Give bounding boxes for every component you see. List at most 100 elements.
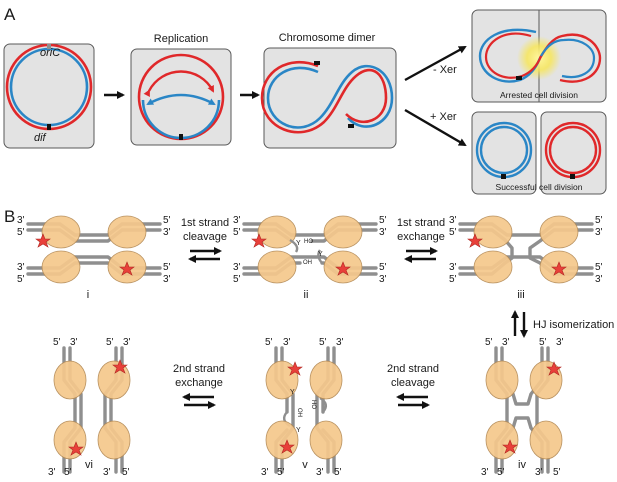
end-label: 3' <box>261 467 269 478</box>
star-icon <box>279 439 295 454</box>
end-label: 5' <box>122 467 130 478</box>
end-label: 3' <box>502 337 510 348</box>
end-label: 3' <box>379 227 387 238</box>
state-iv: 5' 3' 5' 3' 3' 5' 3' 5' iv <box>481 337 564 478</box>
state-i: 3' 5' 5' 3' 3' 5' 5' 3' i <box>17 215 171 301</box>
end-label: 5' <box>485 337 493 348</box>
star-icon <box>35 233 51 248</box>
end-label: 3' <box>17 262 25 273</box>
end-label: 3' <box>316 467 324 478</box>
arrested-caption: Arrested cell division <box>500 90 578 100</box>
end-label: 5' <box>17 227 25 238</box>
end-label: 5' <box>265 337 273 348</box>
tyr-label: Y <box>318 251 323 258</box>
state-label: iv <box>518 459 526 471</box>
star-icon <box>287 361 303 376</box>
end-label: 3' <box>48 467 56 478</box>
end-label: 5' <box>334 467 342 478</box>
oh-label: OH <box>303 260 312 266</box>
successful-panel: Successful cell division <box>471 111 607 195</box>
star-icon <box>467 233 483 248</box>
state-label: iii <box>517 289 524 301</box>
end-label: 3' <box>595 274 603 285</box>
panel-label-a: A <box>4 5 16 24</box>
step-label: cleavage <box>183 231 227 243</box>
state-label: vi <box>85 459 93 471</box>
step-label: exchange <box>397 231 445 243</box>
end-label: 5' <box>319 337 327 348</box>
end-label: 3' <box>233 262 241 273</box>
end-label: 5' <box>379 262 387 273</box>
step-label: exchange <box>175 377 223 389</box>
end-label: 3' <box>163 274 171 285</box>
end-label: 5' <box>163 215 171 226</box>
state-ii: Y Y HO OH 3' 5' 5' 3' 3' 5' 5' 3' ii <box>233 215 387 301</box>
end-label: 5' <box>17 274 25 285</box>
end-label: 5' <box>595 215 603 226</box>
star-icon <box>335 261 351 276</box>
end-label: 3' <box>379 274 387 285</box>
end-label: 5' <box>449 274 457 285</box>
step-label: 2nd strand <box>173 363 225 375</box>
end-label: 5' <box>539 337 547 348</box>
end-label: 3' <box>556 337 564 348</box>
end-label: 3' <box>17 215 25 226</box>
star-icon <box>112 359 128 374</box>
tyr-label: Y <box>296 427 301 434</box>
step-label: 2nd strand <box>387 363 439 375</box>
end-label: 5' <box>233 227 241 238</box>
tyr-label: Y <box>296 240 301 247</box>
arrow-minus-xer <box>404 45 467 82</box>
end-label: 5' <box>64 467 72 478</box>
end-label: 5' <box>497 467 505 478</box>
chromosome-panel: oriC dif <box>3 43 95 149</box>
star-icon <box>546 361 562 376</box>
end-label: 5' <box>379 215 387 226</box>
state-v: Y Y OH HO 5' 3' 5' 3' 3' 5' 3' 5' v <box>261 337 344 478</box>
star-icon <box>119 261 135 276</box>
end-label: 3' <box>336 337 344 348</box>
end-label: 3' <box>449 215 457 226</box>
star-icon <box>251 233 267 248</box>
dimer-title: Chromosome dimer <box>279 32 376 44</box>
ho-label: HO <box>310 400 316 409</box>
end-label: 5' <box>553 467 561 478</box>
end-label: 3' <box>70 337 78 348</box>
successful-caption: Successful cell division <box>496 182 583 192</box>
oh-label: OH <box>296 408 302 417</box>
step-label: HJ isomerization <box>533 319 614 331</box>
star-icon <box>551 261 567 276</box>
end-label: 3' <box>103 467 111 478</box>
star-icon <box>502 439 518 454</box>
plus-xer-label: + Xer <box>430 111 457 123</box>
end-label: 5' <box>449 227 457 238</box>
step-label: cleavage <box>391 377 435 389</box>
star-icon <box>68 441 84 456</box>
state-label: v <box>302 459 308 471</box>
arrested-panel: Arrested cell division <box>471 9 607 103</box>
end-label: 3' <box>163 227 171 238</box>
dif-label: dif <box>34 132 47 144</box>
arrow-plus-xer <box>404 108 467 147</box>
end-label: 3' <box>595 227 603 238</box>
tyr-label: Y <box>290 389 295 396</box>
dimer-panel <box>260 47 397 149</box>
panel-label-b: B <box>4 207 15 226</box>
end-label: 3' <box>233 215 241 226</box>
end-label: 3' <box>283 337 291 348</box>
state-iii: 3' 5' 5' 3' 3' 5' 5' 3' iii <box>449 215 603 301</box>
end-label: 3' <box>535 467 543 478</box>
ho-label: HO <box>304 239 313 245</box>
replication-panel <box>130 48 232 146</box>
oric-label: oriC <box>40 47 60 59</box>
end-label: 5' <box>233 274 241 285</box>
end-label: 5' <box>277 467 285 478</box>
state-vi: 5' 3' 5' 3' 3' 5' 3' 5' vi <box>48 337 131 478</box>
end-label: 5' <box>106 337 114 348</box>
end-label: 5' <box>595 262 603 273</box>
end-label: 3' <box>123 337 131 348</box>
step-label: 1st strand <box>397 217 445 229</box>
end-label: 3' <box>449 262 457 273</box>
end-label: 5' <box>163 262 171 273</box>
